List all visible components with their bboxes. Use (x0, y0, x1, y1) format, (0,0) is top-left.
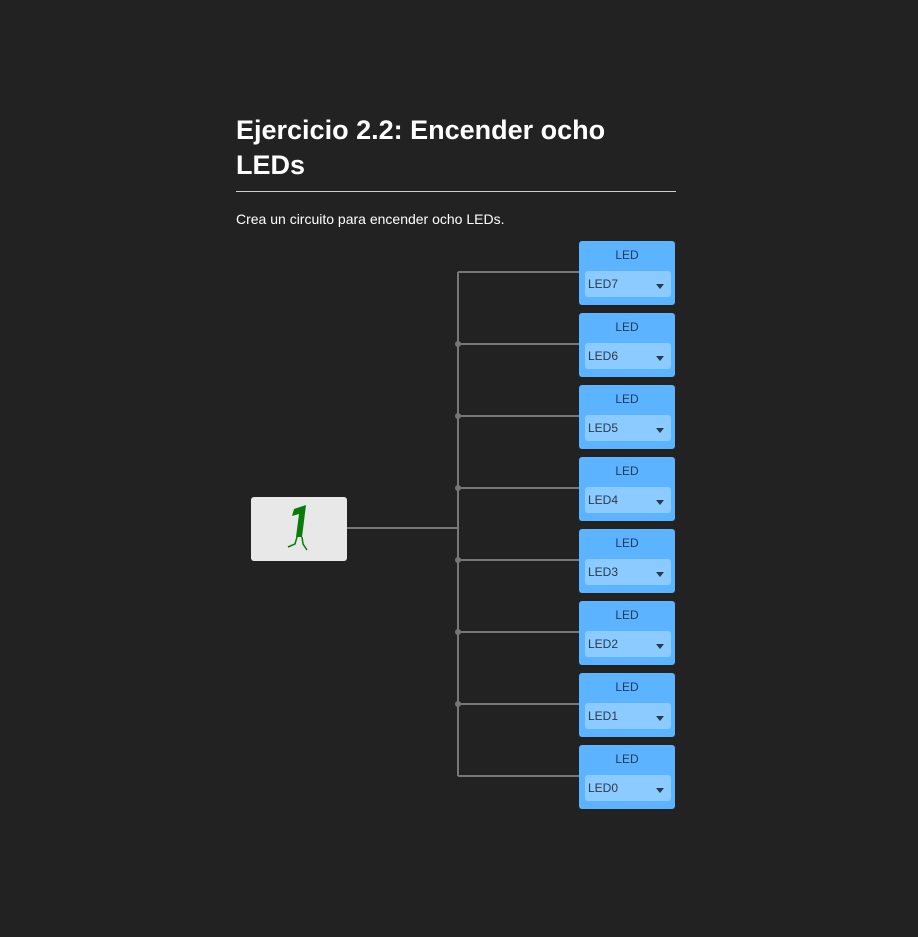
led-block-led4[interactable]: LED LED4 (579, 457, 675, 521)
constant-one-walking-digit-icon (287, 505, 308, 551)
chevron-down-icon (656, 716, 664, 721)
chevron-down-icon (656, 788, 664, 793)
chevron-down-icon (656, 356, 664, 361)
wire-junction (455, 629, 461, 635)
led-select-value: LED1 (588, 709, 619, 723)
led-block-led6[interactable]: LED LED6 (579, 313, 675, 377)
led-select-dropdown[interactable]: LED2 (585, 631, 671, 657)
wire-junction (455, 485, 461, 491)
led-block-led1[interactable]: LED LED1 (579, 673, 675, 737)
wire-junction (455, 701, 461, 707)
led-block-title: LED (615, 752, 639, 766)
wire-junction (455, 341, 461, 347)
led-block-title: LED (615, 320, 639, 334)
led-select-value: LED5 (588, 421, 619, 435)
led-select-value: LED4 (588, 493, 619, 507)
led-block-led7[interactable]: LED LED7 (579, 241, 675, 305)
chevron-down-icon (656, 428, 664, 433)
led-select-dropdown[interactable]: LED1 (585, 703, 671, 729)
led-block-title: LED (615, 248, 639, 262)
led-block-title: LED (615, 608, 639, 622)
chevron-down-icon (656, 644, 664, 649)
led-block-title: LED (615, 680, 639, 694)
chevron-down-icon (656, 284, 664, 289)
chevron-down-icon (656, 500, 664, 505)
led-block-led3[interactable]: LED LED3 (579, 529, 675, 593)
led-select-value: LED7 (588, 277, 619, 291)
wire-junction (455, 557, 461, 563)
led-block-led2[interactable]: LED LED2 (579, 601, 675, 665)
led-block-led5[interactable]: LED LED5 (579, 385, 675, 449)
page-title: Ejercicio 2.2: Encender ocho LEDs (236, 115, 606, 180)
led-select-dropdown[interactable]: LED7 (585, 271, 671, 297)
led-select-value: LED6 (588, 349, 619, 363)
led-select-dropdown[interactable]: LED0 (585, 775, 671, 801)
led-select-dropdown[interactable]: LED4 (585, 487, 671, 513)
led-block-title: LED (615, 536, 639, 550)
chevron-down-icon (656, 572, 664, 577)
led-select-dropdown[interactable]: LED3 (585, 559, 671, 585)
exercise-description: Crea un circuito para encender ocho LEDs… (236, 211, 505, 227)
constant-one-block[interactable] (251, 497, 347, 561)
led-select-value: LED2 (588, 637, 619, 651)
wire-junction (455, 413, 461, 419)
led-select-value: LED0 (588, 781, 619, 795)
led-select-dropdown[interactable]: LED5 (585, 415, 671, 441)
led-select-value: LED3 (588, 565, 619, 579)
led-block-title: LED (615, 464, 639, 478)
led-block-led0[interactable]: LED LED0 (579, 745, 675, 809)
led-block-title: LED (615, 392, 639, 406)
title-divider (236, 191, 676, 192)
led-select-dropdown[interactable]: LED6 (585, 343, 671, 369)
